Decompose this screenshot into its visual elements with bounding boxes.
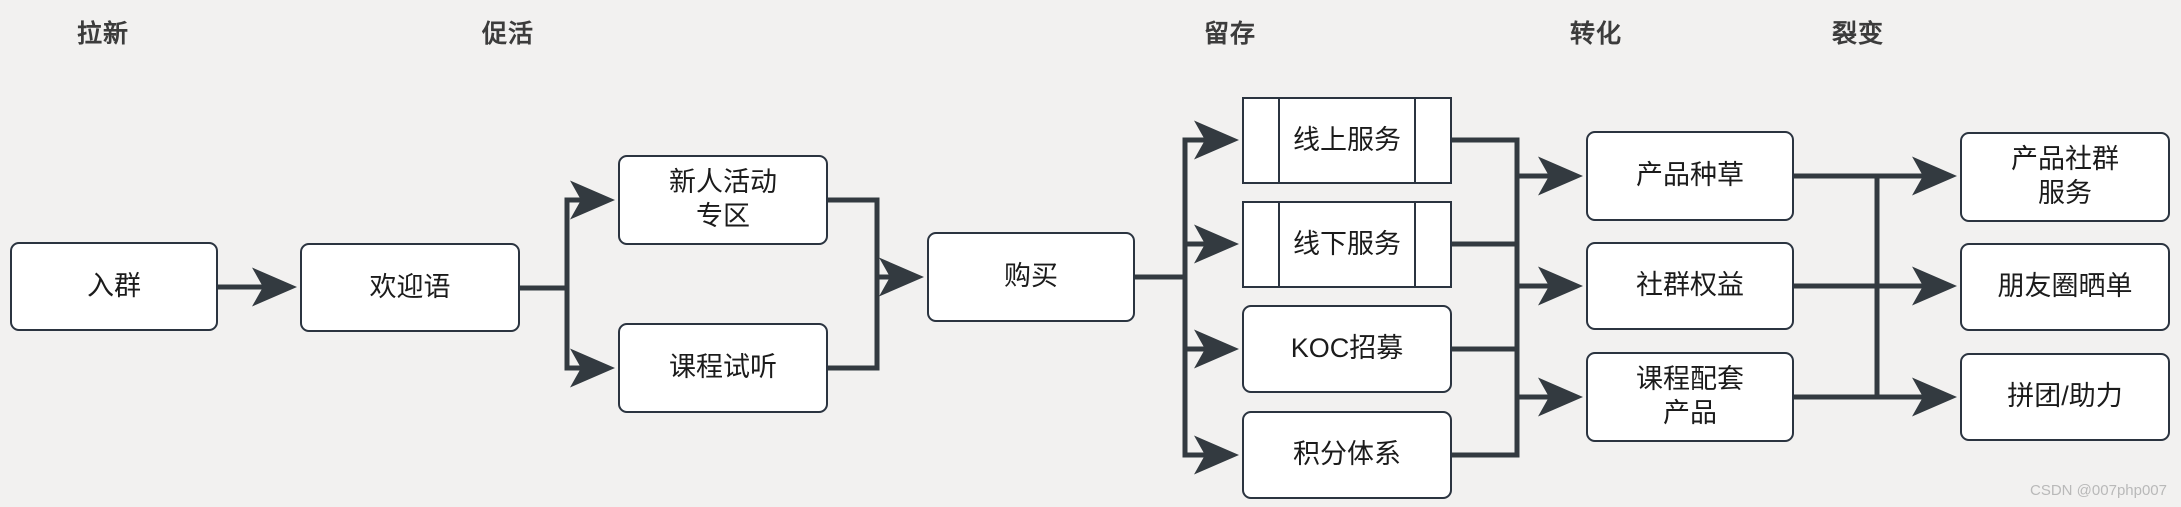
edge-n4-merge (828, 277, 880, 371)
node-course-bundle[interactable]: 课程配套 产品 (1586, 352, 1794, 442)
node-label: 朋友圈晒单 (1997, 271, 2133, 302)
node-label: 线下服务 (1293, 228, 1401, 259)
node-label: 社群权益 (1636, 270, 1744, 301)
edge-n6-n10 (1452, 137, 1584, 196)
edge-n9-n12 (1452, 377, 1584, 458)
node-label: 产品种草 (1636, 160, 1744, 191)
node-offline-service[interactable]: 线下服务 (1242, 201, 1452, 288)
node-label: 拼团/助力 (2007, 381, 2123, 412)
node-community-benefits[interactable]: 社群权益 (1586, 242, 1794, 330)
node-group-buy-assist[interactable]: 拼团/助力 (1960, 353, 2170, 441)
node-newcomer-zone[interactable]: 新人活动 专区 (618, 155, 828, 245)
column-header-fission: 裂变 (1831, 20, 1885, 48)
node-label: 线上服务 (1293, 124, 1401, 155)
node-product-community-service[interactable]: 产品社群 服务 (1960, 132, 2170, 222)
node-label: 课程试听 (669, 352, 777, 383)
node-label: 积分体系 (1293, 439, 1401, 470)
node-label: 产品社群 服务 (2011, 144, 2119, 208)
node-koc-recruitment[interactable]: KOC招募 (1242, 305, 1452, 393)
node-product-seeding[interactable]: 产品种草 (1586, 131, 1794, 221)
node-label: 新人活动 专区 (669, 167, 777, 231)
node-label: 入群 (87, 270, 141, 301)
node-purchase[interactable]: 购买 (927, 232, 1135, 322)
node-welcome-message[interactable]: 欢迎语 (300, 243, 520, 332)
edge-n2-n3 (564, 180, 616, 288)
edge-n5-n8 (1182, 277, 1240, 369)
edge-n3-merge (828, 197, 880, 277)
node-label: KOC招募 (1290, 333, 1404, 364)
node-join-group[interactable]: 入群 (10, 242, 218, 331)
column-header-conversion: 转化 (1569, 20, 1623, 48)
edge-n5-n6 (1182, 120, 1240, 277)
node-trial-lesson[interactable]: 课程试听 (618, 323, 828, 413)
node-moments-share[interactable]: 朋友圈晒单 (1960, 243, 2170, 331)
column-header-activation: 促活 (481, 20, 535, 48)
node-label: 课程配套 产品 (1636, 364, 1744, 428)
column-header-acquisition: 拉新 (76, 20, 130, 48)
node-label: 购买 (1004, 261, 1058, 292)
node-online-service[interactable]: 线上服务 (1242, 97, 1452, 184)
edge-bus-n11 (1514, 244, 1584, 306)
edge-n2-n4 (564, 288, 616, 388)
edge-n5-n7 (1182, 224, 1240, 277)
node-label: 欢迎语 (369, 271, 451, 302)
edge-n5-n9 (1182, 277, 1240, 475)
node-points-system[interactable]: 积分体系 (1242, 411, 1452, 499)
watermark: CSDN @007php007 (2030, 482, 2167, 499)
column-header-retention: 留存 (1203, 20, 1257, 48)
